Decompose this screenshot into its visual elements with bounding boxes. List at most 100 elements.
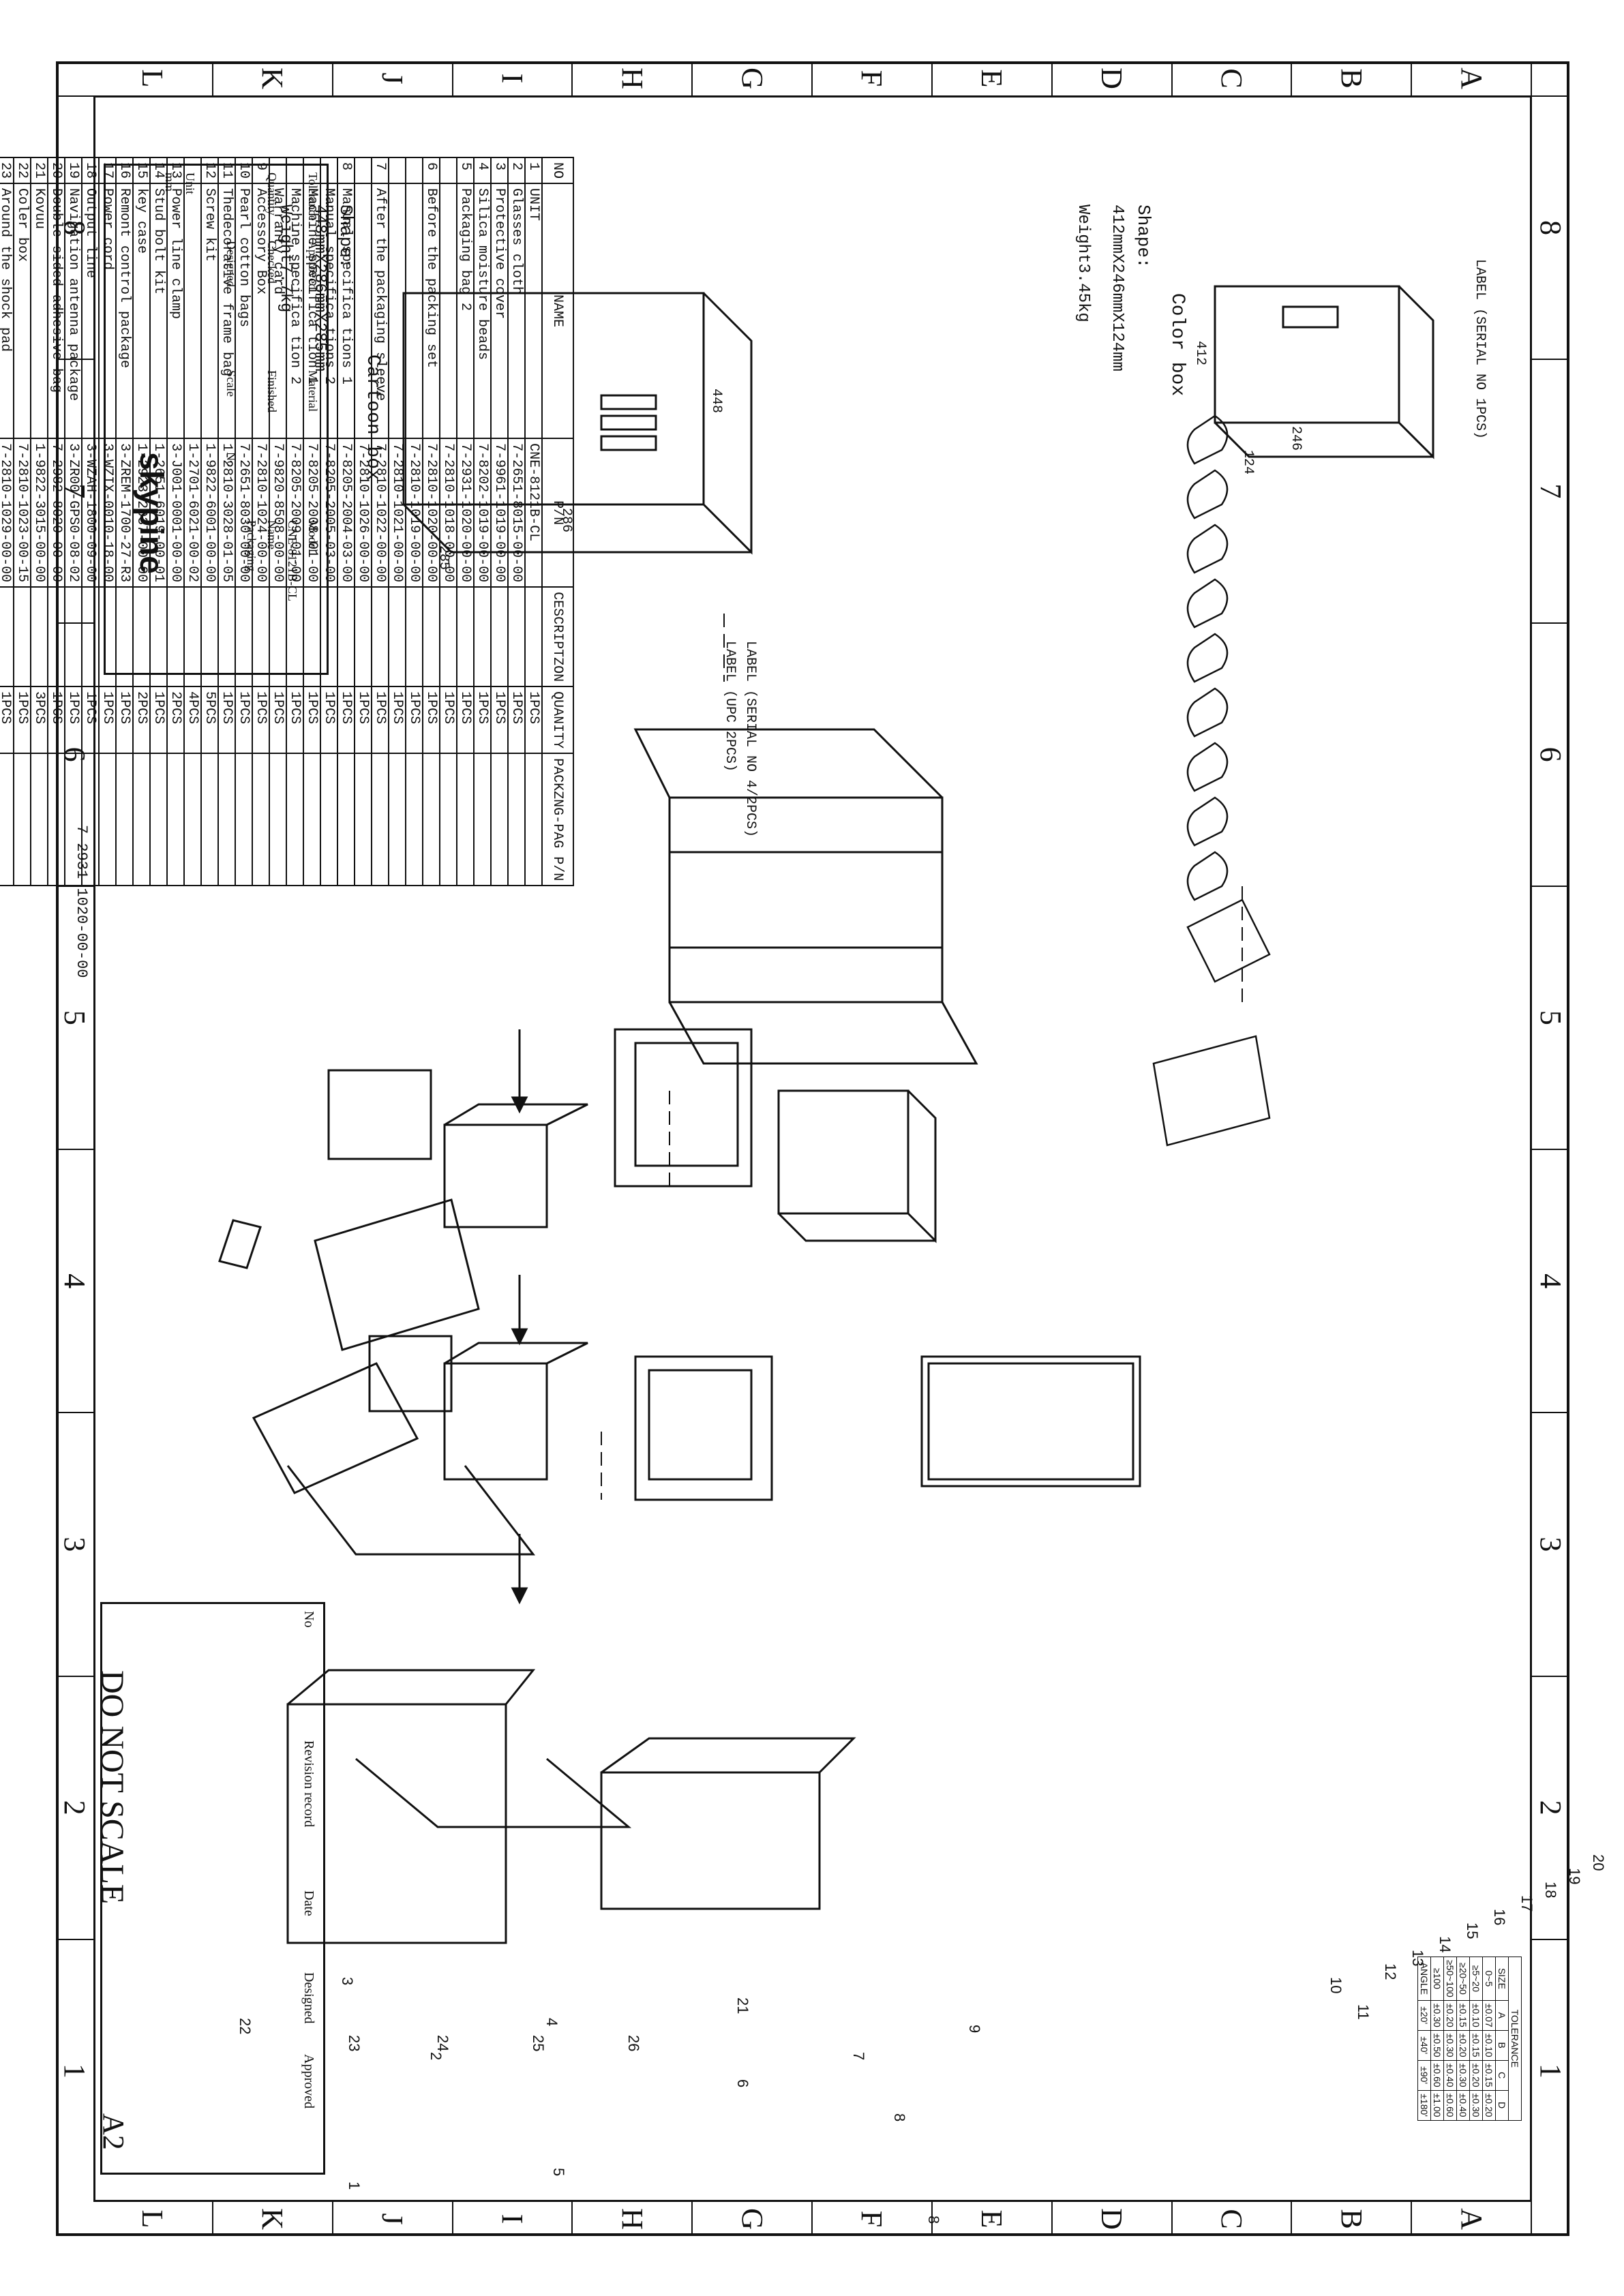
table-cell: 7 bbox=[372, 157, 389, 184]
part-number: 9 bbox=[966, 2025, 983, 2034]
table-cell: 18 bbox=[82, 157, 99, 184]
table-cell bbox=[252, 753, 269, 886]
table-cell bbox=[372, 587, 389, 687]
table-cell: 7-2810-1026-00-00 bbox=[355, 438, 372, 588]
table-cell: 1PCS bbox=[525, 686, 542, 754]
carton-box-figure bbox=[402, 292, 753, 555]
table-cell bbox=[0, 587, 14, 687]
accessory-box-figure bbox=[777, 1089, 937, 1243]
table-cell: 6 bbox=[423, 157, 440, 184]
table-cell bbox=[0, 753, 14, 886]
tolerance-cell: ±0.20 bbox=[1443, 2000, 1457, 2031]
table-cell: Kovuu bbox=[31, 183, 48, 439]
table-cell: 1PCS bbox=[0, 686, 14, 754]
title-block: Tolerance Approved Quantity Checked Desi… bbox=[104, 164, 329, 675]
part-number: 10 bbox=[1327, 1977, 1344, 1994]
table-cell bbox=[423, 587, 440, 687]
table-cell bbox=[525, 753, 542, 886]
part-number: 1 bbox=[346, 2181, 363, 2190]
tolerance-cell: ±180' bbox=[1417, 2090, 1431, 2121]
table-cell: 1PCS bbox=[491, 686, 508, 754]
table-cell: 1PCS bbox=[65, 686, 82, 754]
table-cell: 1PCS bbox=[235, 686, 252, 754]
table-cell bbox=[474, 587, 491, 687]
table-cell bbox=[31, 753, 48, 886]
table-cell bbox=[389, 753, 406, 886]
table-cell: 1PCS bbox=[320, 686, 337, 754]
table-cell: 3-ZR00-GPS0-08-02 bbox=[65, 438, 82, 588]
table-cell: 1PCS bbox=[337, 686, 355, 754]
tolerance-cell: ±20' bbox=[1417, 2000, 1431, 2031]
table-cell: CNE-8121B-CL bbox=[525, 438, 542, 588]
table-cell: 8 bbox=[337, 157, 355, 184]
packaging-pn: 7-2931-1020-00-00 bbox=[73, 825, 90, 978]
table-cell bbox=[423, 753, 440, 886]
tolerance-row: 0~5±0.07±0.10±0.15±0.20 bbox=[1482, 1957, 1496, 2121]
table-cell bbox=[337, 587, 355, 687]
table-cell bbox=[406, 157, 423, 184]
sequence-boxes bbox=[443, 1103, 588, 1481]
table-cell: 2PCS bbox=[167, 686, 184, 754]
table-cell bbox=[389, 587, 406, 687]
table-cell: 20 bbox=[48, 157, 65, 184]
sheet-size: A2 bbox=[97, 2113, 130, 2150]
table-cell bbox=[218, 753, 235, 886]
tolerance-cell: ±0.20 bbox=[1469, 2060, 1483, 2091]
bom-header: CESCRIPTZON bbox=[542, 587, 573, 687]
bom-header: QUANITY bbox=[542, 686, 573, 754]
table-cell: 1PCS bbox=[440, 686, 457, 754]
table-cell: 7-2810-1022-00-00 bbox=[372, 438, 389, 588]
unit-figure bbox=[218, 1198, 1141, 1494]
part-number: 5 bbox=[550, 2168, 567, 2177]
tolerance-cell: ±0.10 bbox=[1482, 2030, 1496, 2061]
part-number: 26 bbox=[625, 2035, 642, 2052]
rev-date: Date bbox=[301, 1890, 316, 1916]
sleeve-figure bbox=[633, 728, 978, 1065]
part-number: 20 bbox=[1590, 1854, 1607, 1871]
table-cell: 1PCS bbox=[286, 686, 303, 754]
table-cell: 1-9822-3015-00-00 bbox=[31, 438, 48, 588]
table-cell: Packaging bag 2 bbox=[457, 183, 474, 439]
table-cell bbox=[48, 587, 65, 687]
table-cell bbox=[48, 753, 65, 886]
bom-header: NAME bbox=[542, 183, 573, 439]
tolerance-cell: ±0.15 bbox=[1469, 2030, 1483, 2061]
tolerance-cell: ≥5~20 bbox=[1469, 1957, 1483, 2001]
table-cell: 7-2810-1019-00-00 bbox=[406, 438, 423, 588]
part-number: 19 bbox=[1566, 1868, 1583, 1885]
table-cell: 1PCS bbox=[269, 686, 286, 754]
table-cell: 7-2931-1020-00-00 bbox=[457, 438, 474, 588]
part-number: 24 bbox=[434, 2035, 451, 2052]
part-number: 16 bbox=[1491, 1909, 1508, 1926]
table-cell: Double sided adhesive bag bbox=[48, 183, 65, 439]
table-cell: Silica moisture beads bbox=[474, 183, 491, 439]
tolerance-row: ANGLE±20'±40'±90'±180' bbox=[1417, 1957, 1431, 2121]
table-cell: 7-2651-8015-00-00 bbox=[508, 438, 525, 588]
tolerance-cell: ±0.50 bbox=[1430, 2030, 1444, 2061]
table-cell bbox=[508, 753, 525, 886]
tb-unit-value: mm bbox=[163, 172, 177, 192]
table-cell: 3-WZAH-1800-09-00 bbox=[82, 438, 99, 588]
table-cell bbox=[440, 157, 457, 184]
table-cell bbox=[525, 587, 542, 687]
tol-header: B bbox=[1495, 2030, 1509, 2061]
tb-checked: Checked bbox=[265, 241, 279, 284]
tolerance-row: ≥100±0.30±0.50±0.60±1.00 bbox=[1430, 1957, 1444, 2121]
table-cell: 5 bbox=[457, 157, 474, 184]
tb-material: Material bbox=[306, 370, 320, 412]
final-carton-figure bbox=[286, 1465, 856, 1944]
rev-designed: Designed bbox=[301, 1972, 316, 2024]
tolerance-row: ≥5~20±0.10±0.15±0.20±0.30 bbox=[1469, 1957, 1483, 2121]
tb-scale: Scale bbox=[224, 370, 238, 397]
